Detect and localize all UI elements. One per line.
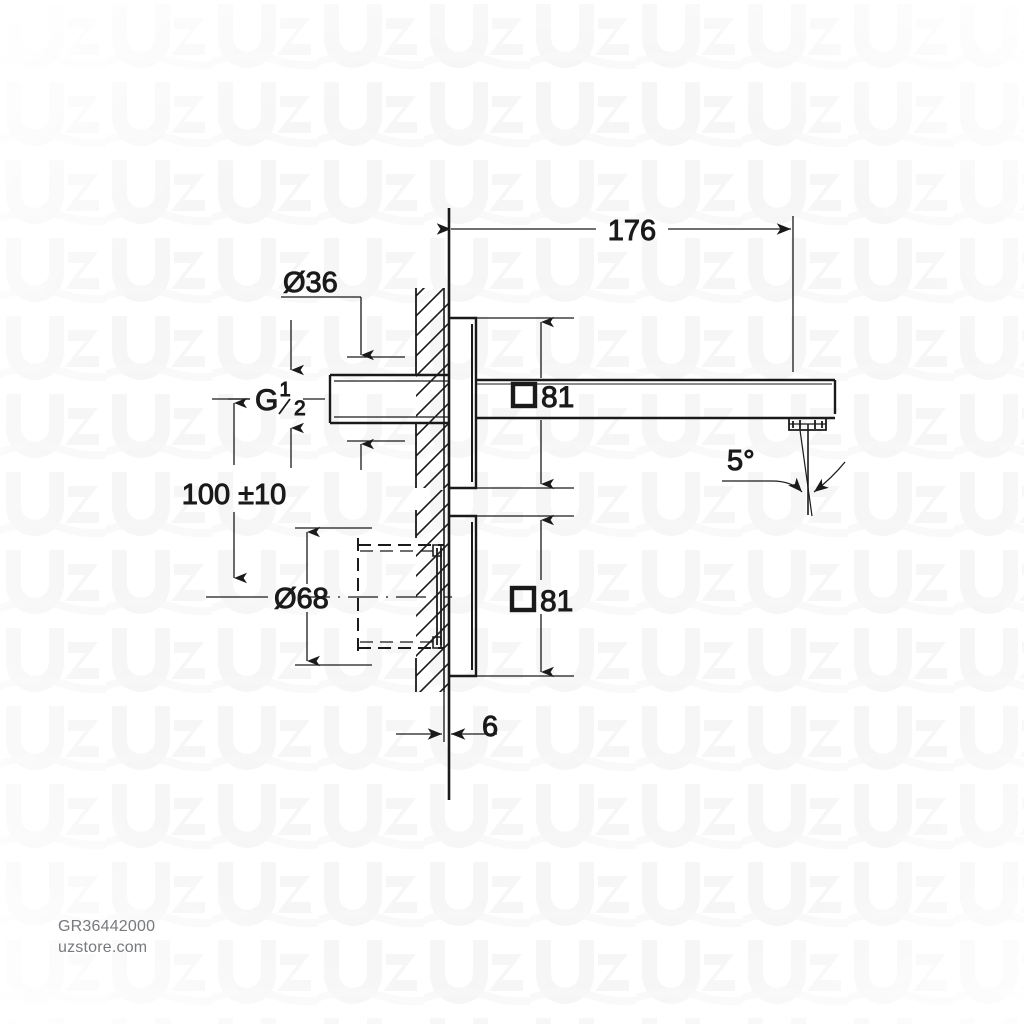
dimension-label-sq81-upper: 81 <box>510 381 575 415</box>
dimension-label-d68: Ø68 <box>274 583 329 615</box>
inlet-pipe <box>328 373 449 425</box>
footer-caption: GR36442000 uzstore.com <box>58 916 155 958</box>
concealed-body-collar <box>432 544 442 649</box>
leader-5deg-left <box>722 477 803 493</box>
sq81-lower-value: 81 <box>540 585 573 618</box>
sq81-upper-value: 81 <box>541 381 574 414</box>
inlet-pipe-inner <box>334 380 449 418</box>
article-number: GR36442000 <box>58 918 156 935</box>
dimension-6 <box>396 692 497 742</box>
wall-hatching <box>416 288 450 488</box>
dimension-176 <box>436 216 794 372</box>
website-label[interactable]: uzstore.com <box>58 939 148 956</box>
dimension-d36 <box>281 296 405 470</box>
square-symbol-lower <box>509 585 537 613</box>
dimension-sq81-lower <box>476 514 574 678</box>
dimension-label-thread: G 1 2 <box>255 379 307 421</box>
stream-angled-line <box>799 429 813 517</box>
dimension-label-5deg: 5° <box>727 445 755 477</box>
dimension-label-d36: Ø36 <box>283 267 338 299</box>
leader-5deg-right <box>813 461 846 493</box>
dimension-label-176: 176 <box>608 215 656 247</box>
dimension-sq81-upper <box>476 316 574 490</box>
escutcheon-plate-lower <box>449 514 478 678</box>
escutcheon-plate-upper <box>449 316 478 490</box>
concealed-body-hidden-outline <box>357 538 444 655</box>
square-symbol-upper <box>510 381 538 409</box>
thread-designation: G <box>255 384 278 417</box>
concealed-body-hidden-inner <box>360 550 440 643</box>
dimension-d68 <box>295 526 372 667</box>
dimension-label-sq81-lower: 81 <box>509 585 574 619</box>
thread-denominator: 2 <box>294 397 306 420</box>
dimension-label-6: 6 <box>482 711 498 743</box>
dimension-100 <box>206 397 268 598</box>
spout-body <box>476 378 837 420</box>
dimension-angle-5deg <box>722 424 846 517</box>
thread-numerator: 1 <box>279 379 290 401</box>
wall-hatching-lower <box>416 490 450 692</box>
dimension-label-100: 100 ±10 <box>182 479 287 511</box>
